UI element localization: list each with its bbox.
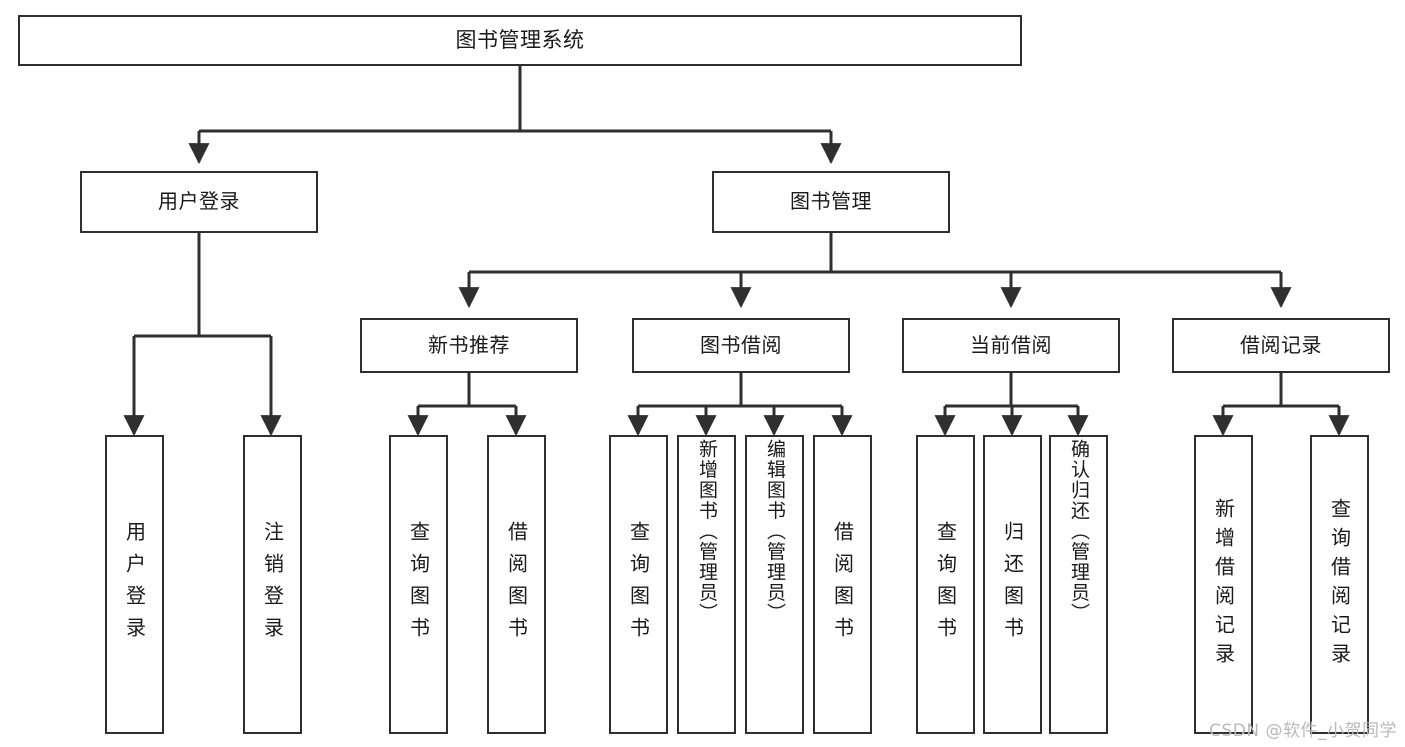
leaf-book-borrow-edit-label: 编辑图书（管理员） [764, 439, 786, 624]
csdn-watermark: CSDN @软件_小贺同学 [1209, 721, 1397, 741]
node-new-book-recommend[interactable]: 新书推荐 [360, 318, 578, 373]
leaf-current-borrow-confirm[interactable]: 确认归还（管理员） [1049, 435, 1108, 734]
node-current-borrow-label: 当前借阅 [970, 332, 1052, 357]
leaf-borrow-record-query-label: 查询借阅记录 [1327, 497, 1352, 672]
leaf-user-login-signout[interactable]: 注销登录 [243, 435, 302, 734]
leaf-new-book-borrow-label: 借阅图书 [504, 520, 529, 649]
leaf-new-book-borrow[interactable]: 借阅图书 [487, 435, 546, 734]
leaf-current-borrow-query-label: 查询图书 [933, 520, 958, 649]
node-book-management-label: 图书管理 [790, 189, 872, 214]
leaf-user-login-signin[interactable]: 用户登录 [105, 435, 164, 734]
leaf-current-borrow-return[interactable]: 归还图书 [983, 435, 1042, 734]
node-book-borrow-label: 图书借阅 [700, 332, 782, 357]
node-book-management[interactable]: 图书管理 [712, 171, 950, 233]
leaf-current-borrow-query[interactable]: 查询图书 [916, 435, 975, 734]
node-book-borrow[interactable]: 图书借阅 [632, 318, 850, 373]
node-root-system-label: 图书管理系统 [455, 28, 585, 53]
leaf-borrow-record-query[interactable]: 查询借阅记录 [1310, 435, 1369, 734]
node-root-system[interactable]: 图书管理系统 [18, 15, 1022, 66]
leaf-book-borrow-borrow-label: 借阅图书 [830, 520, 855, 649]
leaf-book-borrow-query-label: 查询图书 [626, 520, 651, 649]
leaf-borrow-record-add[interactable]: 新增借阅记录 [1194, 435, 1253, 734]
leaf-current-borrow-confirm-label: 确认归还（管理员） [1068, 439, 1090, 624]
leaf-user-login-signin-label: 用户登录 [122, 520, 147, 649]
node-borrow-record-label: 借阅记录 [1240, 332, 1322, 357]
node-user-login-label: 用户登录 [158, 189, 240, 214]
node-current-borrow[interactable]: 当前借阅 [902, 318, 1120, 373]
leaf-book-borrow-add[interactable]: 新增图书（管理员） [677, 435, 736, 734]
leaf-new-book-query[interactable]: 查询图书 [389, 435, 448, 734]
leaf-current-borrow-return-label: 归还图书 [1000, 520, 1025, 649]
leaf-book-borrow-query[interactable]: 查询图书 [609, 435, 668, 734]
leaf-book-borrow-edit[interactable]: 编辑图书（管理员） [745, 435, 804, 734]
leaf-book-borrow-add-label: 新增图书（管理员） [696, 439, 718, 624]
node-new-book-recommend-label: 新书推荐 [428, 332, 510, 357]
leaf-user-login-signout-label: 注销登录 [260, 520, 285, 649]
leaf-new-book-query-label: 查询图书 [406, 520, 431, 649]
node-user-login[interactable]: 用户登录 [80, 171, 318, 233]
node-borrow-record[interactable]: 借阅记录 [1172, 318, 1390, 373]
leaf-borrow-record-add-label: 新增借阅记录 [1211, 497, 1236, 672]
leaf-book-borrow-borrow[interactable]: 借阅图书 [813, 435, 872, 734]
